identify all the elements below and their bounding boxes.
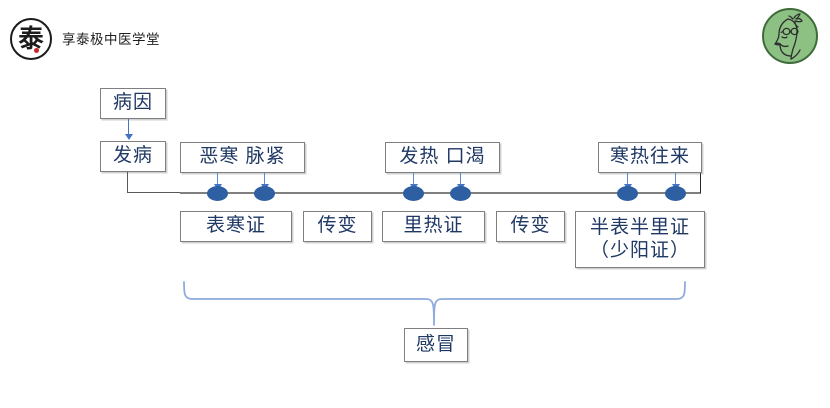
- onset-to-timeline-elbow: [127, 172, 182, 193]
- timeline-dot-6: [665, 185, 686, 201]
- cause-to-onset-arrowhead-icon: [124, 134, 133, 140]
- syndrome-box-5[interactable]: 半表半里证 （少阳证）: [575, 211, 705, 268]
- timeline-right-riser: [699, 172, 702, 193]
- timeline-dot-1: [207, 185, 228, 201]
- timeline-dot-2: [254, 185, 275, 201]
- cause-to-onset-line: [128, 119, 130, 135]
- symptom-box-2[interactable]: 发热 口渴: [385, 142, 500, 173]
- syndrome-box-3[interactable]: 里热证: [382, 211, 485, 242]
- doctor-avatar-drawing: [774, 13, 803, 60]
- symptom-box-3[interactable]: 寒热往来: [598, 142, 702, 173]
- timeline-dot-4: [450, 185, 471, 201]
- timeline-dot-3: [403, 185, 424, 201]
- syndrome-box-5-line2: （少阳证）: [589, 239, 690, 261]
- seal-glyph: 泰: [18, 23, 44, 53]
- timeline-dot-5: [617, 185, 638, 201]
- cause-box[interactable]: 病因: [100, 88, 166, 119]
- seal-red-dot-icon: [34, 48, 39, 53]
- brand-title: 享泰极中医学堂: [62, 32, 160, 47]
- syndrome-box-4-transmission[interactable]: 传变: [496, 211, 565, 242]
- syndrome-box-2-transmission[interactable]: 传变: [303, 211, 372, 242]
- symptom3-arrow-line-a: [627, 173, 629, 185]
- progression-timeline: [180, 192, 701, 194]
- symptom3-arrow-line-b: [675, 173, 677, 185]
- summary-box[interactable]: 感冒: [404, 328, 468, 362]
- symptom-box-1[interactable]: 恶寒 脉紧: [180, 142, 305, 173]
- doctor-avatar-icon: [762, 8, 818, 64]
- symptom1-arrow-line-a: [217, 173, 219, 185]
- symptom2-arrow-line-b: [460, 173, 462, 185]
- symptom2-arrow-line-a: [413, 173, 415, 185]
- syndrome-box-5-line1: 半表半里证: [589, 217, 690, 239]
- syndrome-box-1[interactable]: 表寒证: [180, 211, 292, 242]
- tai-seal-logo-icon: 泰: [10, 18, 52, 60]
- symptom1-arrow-line-b: [264, 173, 266, 185]
- summary-brace: [183, 281, 686, 326]
- onset-box[interactable]: 发病: [100, 141, 166, 172]
